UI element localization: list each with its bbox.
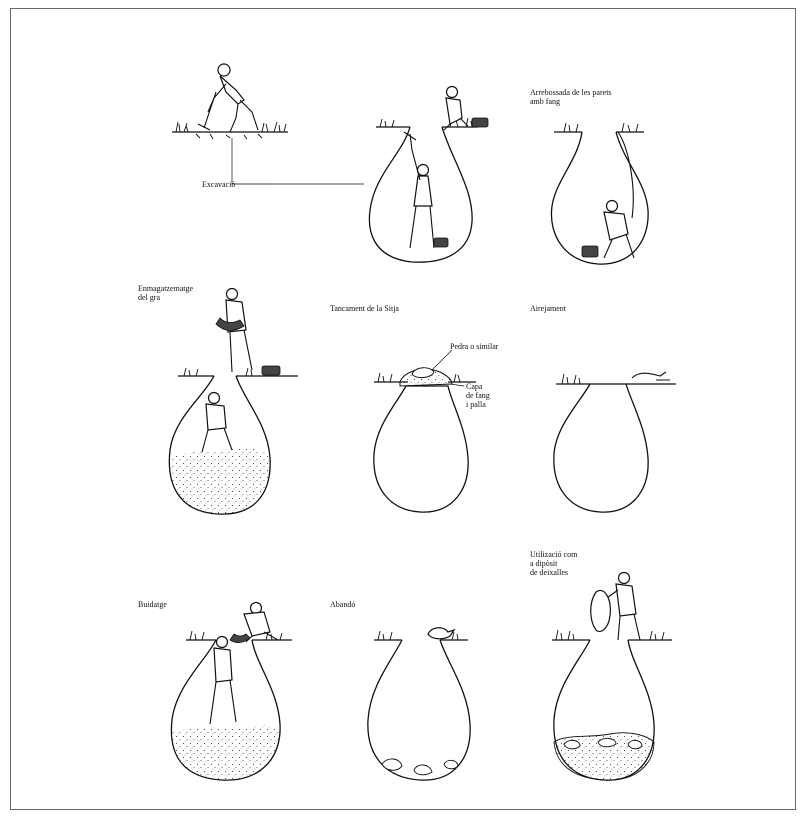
label-excavacio: Excavació xyxy=(202,180,235,189)
panel-plastering xyxy=(551,123,648,264)
panel-aeration xyxy=(554,372,676,512)
label-enmagatzematge: Enmagatzematge del gra xyxy=(138,284,193,302)
label-arrebossada: Arrebossada de les parets amb fang xyxy=(530,88,612,106)
label-tancament: Tancament de la Sitja xyxy=(330,304,399,313)
label-pedra: Pedra o similar xyxy=(450,342,498,351)
label-airejament: Airejament xyxy=(530,304,566,313)
panel-emptying xyxy=(171,603,292,781)
panel-excavation-pit xyxy=(266,87,488,263)
jar-icon xyxy=(591,590,611,631)
worker-figure-icon xyxy=(208,64,258,132)
label-buidatge: Buidatge xyxy=(138,600,167,609)
panel-abandonment xyxy=(368,628,470,780)
worker-figure-icon xyxy=(244,603,278,643)
panel-excavation-start xyxy=(172,64,288,184)
pickaxe-icon xyxy=(198,92,216,130)
panel-sealing xyxy=(374,350,476,512)
label-capa: Capa de fang i palla xyxy=(466,382,490,409)
panel-grain-storage xyxy=(169,289,298,515)
worker-figure-icon xyxy=(444,87,468,131)
basket-icon xyxy=(582,246,598,257)
basket-icon xyxy=(434,238,448,247)
bird-icon xyxy=(428,628,454,639)
panel-waste-dump xyxy=(552,573,672,781)
basket-icon xyxy=(472,118,488,127)
basket-icon xyxy=(262,366,280,375)
label-utilitzacio: Utilizació com a dipòsit de deixalles xyxy=(530,550,577,577)
label-abando: Abandó xyxy=(330,600,355,609)
